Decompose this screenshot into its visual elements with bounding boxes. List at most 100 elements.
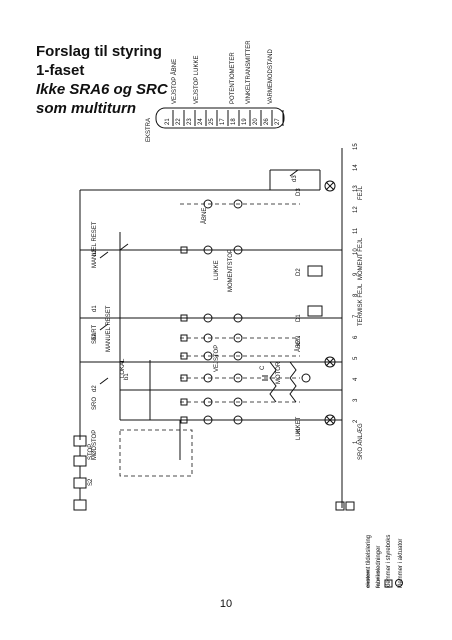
component-label: D3 [296, 188, 302, 196]
component-label: d2 [92, 385, 98, 392]
component-label: k2 [296, 339, 302, 346]
actuator-terminal [233, 397, 243, 407]
actuator-terminal [233, 313, 243, 323]
power-rails [79, 148, 343, 508]
position-number: 14 [353, 164, 359, 171]
component-label: LOKAL [120, 358, 126, 378]
heading-line-2: 1-faset [36, 62, 85, 79]
contact-d3 [289, 169, 299, 177]
heading-line-3: Ikke SRA6 og SRC [36, 81, 168, 98]
actuator-terminal [233, 351, 243, 361]
position-number: 3 [353, 398, 359, 402]
terminal-function-label: VEJSTOP ÅBNE [171, 59, 178, 104]
control-box-terminal [180, 398, 188, 406]
component-label: C [260, 365, 266, 370]
component-label: START [92, 325, 98, 344]
actuator-terminal [301, 373, 311, 383]
component-label: b1 [124, 373, 130, 380]
relay-coil-d1 [307, 305, 323, 317]
emergency-stop-s2 [73, 477, 87, 489]
page-number: 10 [219, 598, 233, 610]
control-box-terminal [180, 416, 188, 424]
components [73, 169, 355, 511]
component-label: D2 [296, 268, 302, 276]
control-box-terminal [180, 246, 188, 254]
actuator-terminal [203, 373, 213, 383]
component-label: S2 [88, 478, 94, 486]
legend-label: fabriksledninger [376, 546, 382, 588]
position-number: 1 [353, 440, 359, 444]
terminal-number: 20 [253, 118, 259, 125]
component-label: ÅBNE [201, 208, 208, 224]
fuse-2 [73, 455, 87, 467]
actuator-terminal [203, 313, 213, 323]
internal-wiring [119, 203, 300, 477]
component-label: MØDSTOP [92, 430, 98, 460]
legend-label: eksternt tildelslering [366, 535, 372, 588]
component-label: MANUEL RESET [92, 221, 98, 268]
actuator-terminal [203, 333, 213, 343]
actuator-terminal [203, 415, 213, 425]
legend-label: klemmer i styreboks [386, 535, 392, 588]
component-label: VEJSTOP [214, 345, 220, 372]
fault-lamp [324, 180, 336, 192]
position-number: 9 [353, 272, 359, 276]
open-lamp [324, 356, 336, 368]
actuator-terminal [203, 199, 213, 209]
contact-b3 [99, 251, 109, 259]
actuator-terminal [233, 373, 243, 383]
actuator-terminal [203, 351, 213, 361]
component-label: d3 [292, 175, 298, 182]
motor-winding-b [289, 361, 297, 403]
component-labels: MANUEL RESET START MANUEL RESET STOP LOKAL SR… [88, 175, 364, 486]
component-label: k1 [296, 427, 302, 434]
terminal-number: 27 [275, 118, 281, 125]
actuator-terminal [233, 415, 243, 425]
control-box-terminal [180, 352, 188, 360]
component-label: STOP [88, 444, 94, 460]
actuator-terminal [233, 245, 243, 255]
actuator-terminal [203, 397, 213, 407]
terminal-number: 17 [220, 118, 226, 125]
motor-winding-a [269, 361, 277, 403]
position-number: 10 [353, 248, 359, 255]
position-number: 6 [353, 335, 359, 339]
position-number: 11 [353, 227, 359, 234]
control-box-terminal [180, 334, 188, 342]
component-label: MANUEL RESET [106, 305, 112, 352]
terminal-number: 18 [231, 118, 237, 125]
terminal-function-label: POTENTIOMETER [230, 52, 236, 104]
terminal-number: 23 [187, 118, 193, 125]
terminal-box-pe [345, 501, 355, 511]
relay-coil-d2 [307, 265, 323, 277]
component-label: MOTOR [276, 361, 282, 384]
contact-d2 [99, 377, 109, 385]
component-label: TERMISK FEJL [358, 283, 364, 326]
component-label: D1 [296, 314, 302, 322]
heading-line-1: Forslag til styring [36, 43, 162, 60]
position-number: 4 [353, 377, 359, 381]
control-box-terminal [180, 314, 188, 322]
component-label: MOMENTSTOP [228, 249, 234, 292]
component-label: LUKKET [296, 416, 302, 440]
closed-lamp [324, 414, 336, 426]
position-number: 8 [353, 293, 359, 297]
component-label: MOMENT FEJL [358, 237, 364, 280]
component-label: b3 [92, 249, 98, 256]
component-label: SRO ANLÆG [358, 423, 364, 460]
legend-label: klemmer i aktuator [398, 539, 404, 588]
actuator-terminals [180, 199, 311, 425]
position-number: 13 [353, 185, 359, 192]
position-number: 12 [353, 206, 359, 213]
terminal-number: 19 [242, 118, 248, 125]
legend: eksternt tildelslering fabriksledninger kl… [366, 535, 404, 588]
actuator-terminal [233, 333, 243, 343]
terminal-number: 25 [209, 118, 215, 125]
component-label: LUKKE [214, 260, 220, 280]
terminal-function-label: VINKELTRANSMITTER [246, 40, 252, 104]
terminal-strip-label: EKSTRA [146, 118, 152, 142]
terminal-function-label: VEJSTOP LUKKE [194, 56, 200, 104]
